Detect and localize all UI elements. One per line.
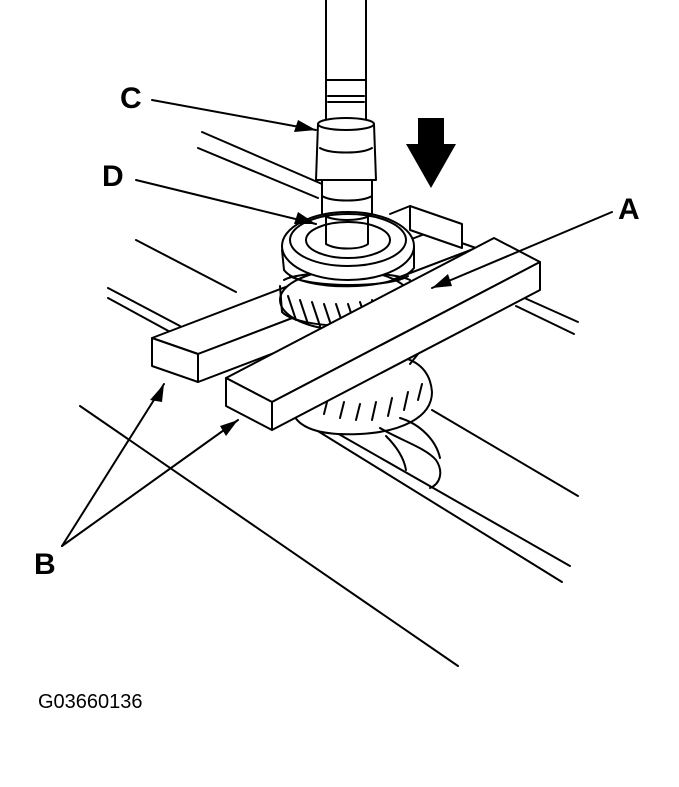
callout-b: B: [34, 548, 56, 581]
down-arrow-icon: [406, 118, 456, 188]
support-bar-a: [389, 205, 463, 249]
callout-a: A: [618, 193, 640, 226]
press-shaft-c: [315, 0, 377, 250]
bearing-d: [281, 211, 415, 288]
leader-arrowheads: [150, 120, 452, 436]
callout-c: C: [120, 82, 142, 115]
figure-id: G03660136: [38, 691, 143, 713]
leader-lines: [61, 99, 613, 547]
press-table-lines: [79, 131, 579, 667]
callout-d: D: [102, 160, 124, 193]
support-bar-b-front: [225, 237, 541, 431]
